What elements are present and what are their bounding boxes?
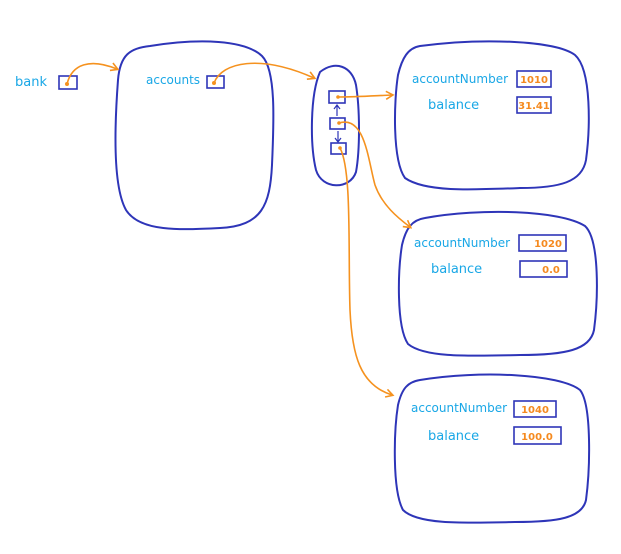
- account-2-balance-box: [519, 260, 568, 278]
- account-2-number-box: [518, 234, 567, 252]
- account-object-3: [393, 373, 591, 524]
- account-1-number-value: 1010: [520, 75, 548, 86]
- account-2-number-value: 1020: [534, 239, 562, 250]
- bank-object: [114, 40, 275, 231]
- account-1-balance-value: 31.41: [518, 101, 550, 112]
- account-3-balance-box: [513, 426, 562, 445]
- bank-label: bank: [15, 75, 47, 90]
- account-3-number-label: accountNumber: [411, 401, 507, 415]
- accounts-label: accounts: [146, 73, 200, 87]
- account-1-balance-label: balance: [428, 98, 479, 113]
- account-object-2: [397, 210, 598, 357]
- account-3-balance-value: 100.0: [521, 432, 553, 443]
- list-slot-1: [329, 117, 346, 130]
- account-object-1: [394, 40, 590, 191]
- account-1-number-box: [516, 70, 552, 88]
- arrow-bank-to-object: [66, 62, 120, 85]
- accounts-list-object: [310, 64, 360, 187]
- arrow-slot-1-to-account-2: [338, 121, 413, 229]
- list-link-1-2: [334, 131, 342, 143]
- list-slot-2: [330, 142, 347, 155]
- account-3-balance-label: balance: [428, 429, 479, 444]
- account-3-number-box: [513, 400, 557, 418]
- arrow-slot-0-to-account-1: [337, 90, 395, 100]
- arrow-slot-2-to-account-3: [339, 147, 395, 398]
- account-1-balance-box: [516, 96, 552, 114]
- bank-reference-box: [58, 75, 78, 90]
- list-link-1-0: [333, 104, 341, 116]
- account-2-balance-value: 0.0: [542, 265, 560, 276]
- accounts-reference-box: [206, 75, 225, 89]
- account-2-balance-label: balance: [431, 262, 482, 277]
- arrow-accounts-to-list: [213, 62, 317, 84]
- account-2-number-label: accountNumber: [414, 236, 510, 250]
- account-1-number-label: accountNumber: [412, 72, 508, 86]
- account-3-number-value: 1040: [521, 405, 549, 416]
